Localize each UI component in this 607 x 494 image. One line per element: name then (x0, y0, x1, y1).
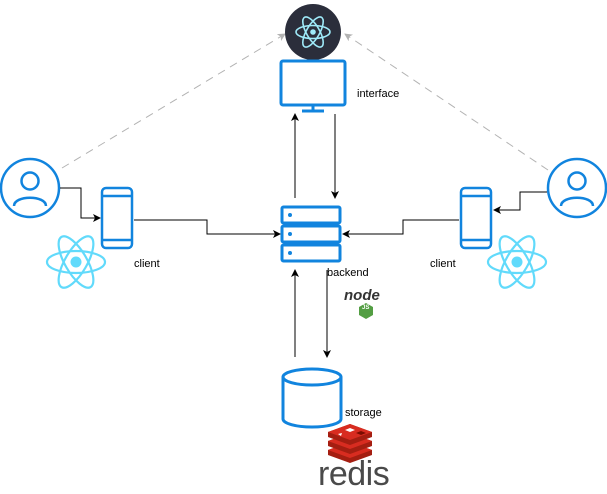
server-icon (280, 205, 342, 263)
arrow-right-user-to-phone (493, 191, 547, 214)
nodejs-icon (359, 303, 373, 319)
react-icon-right (486, 235, 548, 289)
smartphone-icon-left (100, 186, 134, 250)
redis-icon (328, 424, 372, 463)
arrow-left-phone-to-backend (134, 219, 281, 238)
database-icon (281, 367, 343, 429)
react-icon-left (45, 235, 107, 289)
electron-icon (285, 4, 341, 60)
dashed-link-left-user-electron (61, 33, 286, 169)
interface-label: interface (357, 88, 400, 100)
nodejs-wordmark: node (344, 287, 380, 304)
backend-label: backend (327, 267, 369, 279)
smartphone-icon-right (459, 186, 493, 250)
storage-label: storage (345, 407, 382, 419)
redis-wordmark: redis (318, 455, 390, 493)
dashed-link-right-user-electron (344, 33, 549, 171)
client-label-left: client (134, 258, 160, 270)
user-icon-left (0, 157, 61, 219)
nodejs-badge-text: JS (362, 305, 370, 311)
monitor-icon (279, 59, 347, 113)
client-label-right: client (430, 258, 456, 270)
user-icon-right (546, 157, 607, 219)
arrow-right-phone-to-backend (342, 219, 459, 238)
arrow-left-user-to-phone (60, 187, 101, 222)
